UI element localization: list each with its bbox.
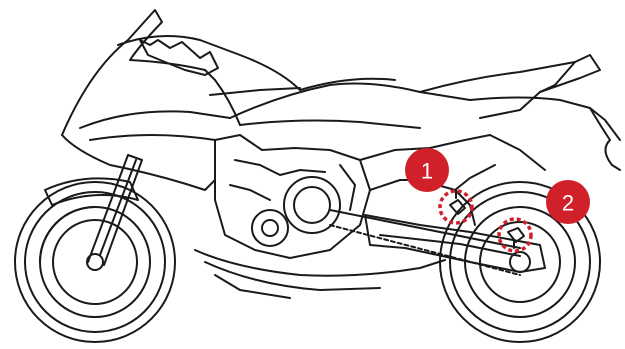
engine [215, 135, 370, 258]
callout-badge-1: 1 [405, 148, 449, 192]
front-fairing [62, 10, 300, 190]
lower-fairing [195, 250, 445, 298]
callout-label-1: 1 [421, 159, 433, 184]
callout-badge-2: 2 [546, 180, 590, 224]
tail-section [420, 55, 620, 170]
callout-label-2: 2 [562, 191, 574, 216]
tank-frame [210, 79, 470, 128]
adjuster-detail-2 [508, 228, 524, 248]
drive-chain [330, 210, 520, 275]
front-wheel [15, 182, 175, 342]
front-fork [45, 155, 142, 265]
